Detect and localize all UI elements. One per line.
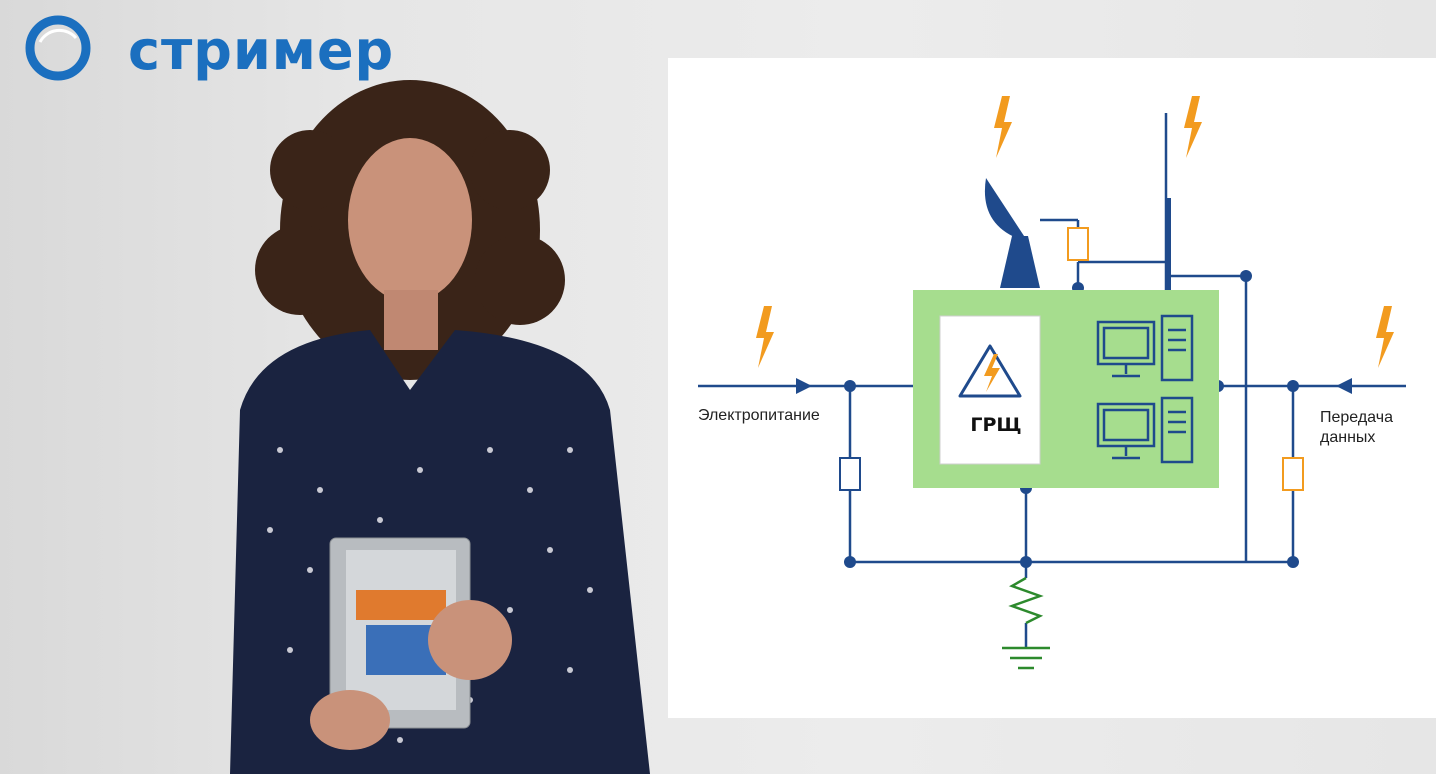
power-supply-label: Электропитание [698,407,820,424]
panel-label: ГРЩ [970,414,1022,436]
brand-logo-icon [25,15,91,81]
diagram-graphic [698,96,1406,670]
surge-protection-diagram: Электропитание Передача данных ГРЩ [668,58,1436,718]
data-transmission-label: Передача данных [1320,409,1393,446]
brand-name: стример [128,19,395,82]
brand-logo: стример [20,14,400,84]
presenter [230,80,650,774]
